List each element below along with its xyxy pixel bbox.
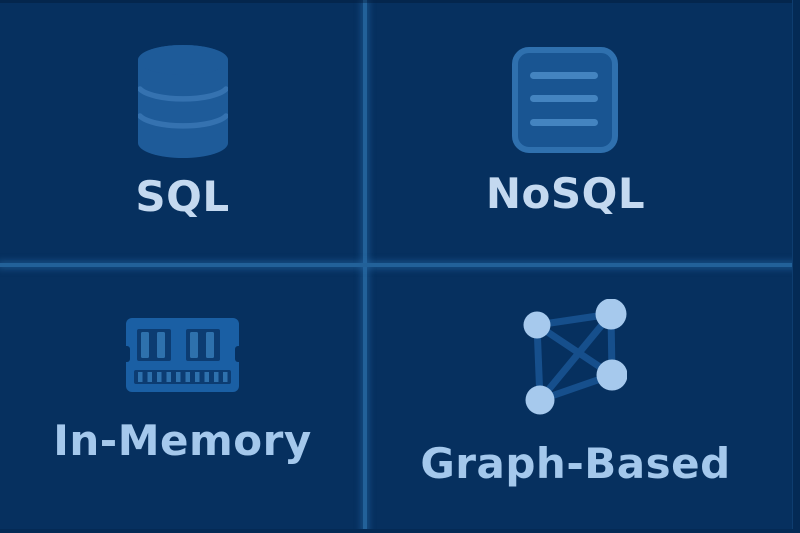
in-memory-label: In-Memory <box>53 415 312 465</box>
top-edge-strip <box>0 0 800 3</box>
sql-label: SQL <box>135 171 230 221</box>
document-lines-icon <box>512 47 619 153</box>
graph-network-icon <box>523 298 628 415</box>
right-edge-strip <box>792 0 800 533</box>
quadrant-graph-based: Graph-Based <box>365 265 800 533</box>
ram-module-icon <box>122 317 242 392</box>
quadrant-sql: SQL <box>0 0 365 265</box>
graph-based-label: Graph-Based <box>420 438 731 488</box>
bottom-edge-strip <box>0 529 800 533</box>
horizontal-divider <box>0 263 800 267</box>
nosql-label: NoSQL <box>485 169 646 218</box>
quadrant-in-memory: In-Memory <box>0 265 365 533</box>
database-cylinder-icon <box>136 44 229 158</box>
quadrant-nosql: NoSQL <box>365 0 800 265</box>
